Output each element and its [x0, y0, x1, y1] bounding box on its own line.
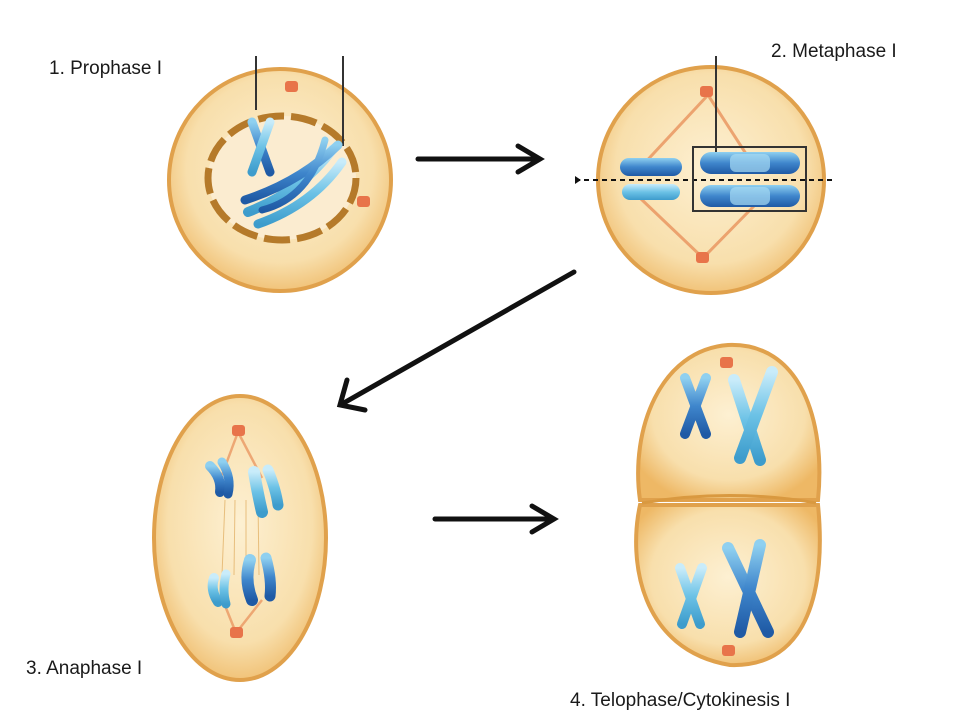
- chromosome-pair: [722, 539, 774, 638]
- arrow-anaphase-to-telophase: [432, 503, 559, 535]
- label-metaphase: 2. Metaphase I: [771, 41, 897, 62]
- centrosome: [722, 645, 735, 656]
- centrosome: [232, 425, 245, 436]
- centrosome: [357, 196, 370, 207]
- cell-telophase: [634, 342, 822, 668]
- arrow-prophase-to-metaphase: [415, 143, 545, 175]
- cell-prophase: [167, 56, 393, 293]
- chromosome-group: [207, 552, 276, 609]
- centrosome: [720, 357, 733, 368]
- chromosome-group: [205, 457, 284, 518]
- chromosome-pair: [675, 563, 707, 629]
- centrosome: [700, 86, 713, 97]
- chromosome-pair: [247, 117, 275, 177]
- arrow-metaphase-to-anaphase: [336, 269, 577, 413]
- label-telophase: 4. Telophase/Cytokinesis I: [570, 690, 791, 711]
- centrosome: [285, 81, 298, 92]
- cell-metaphase: [575, 56, 832, 295]
- cell-anaphase: [152, 394, 328, 682]
- centrosome: [230, 627, 243, 638]
- centrosome: [696, 252, 709, 263]
- chromosome-pair: [700, 152, 800, 207]
- label-anaphase: 3. Anaphase I: [26, 658, 143, 679]
- chromosome-pair: [728, 366, 778, 466]
- chromosome-pair: [680, 373, 711, 439]
- chromosome-pair: [620, 158, 682, 200]
- highlight-box: [692, 146, 807, 212]
- label-prophase: 1. Prophase I: [49, 58, 163, 79]
- chromosome-pair: [240, 136, 347, 229]
